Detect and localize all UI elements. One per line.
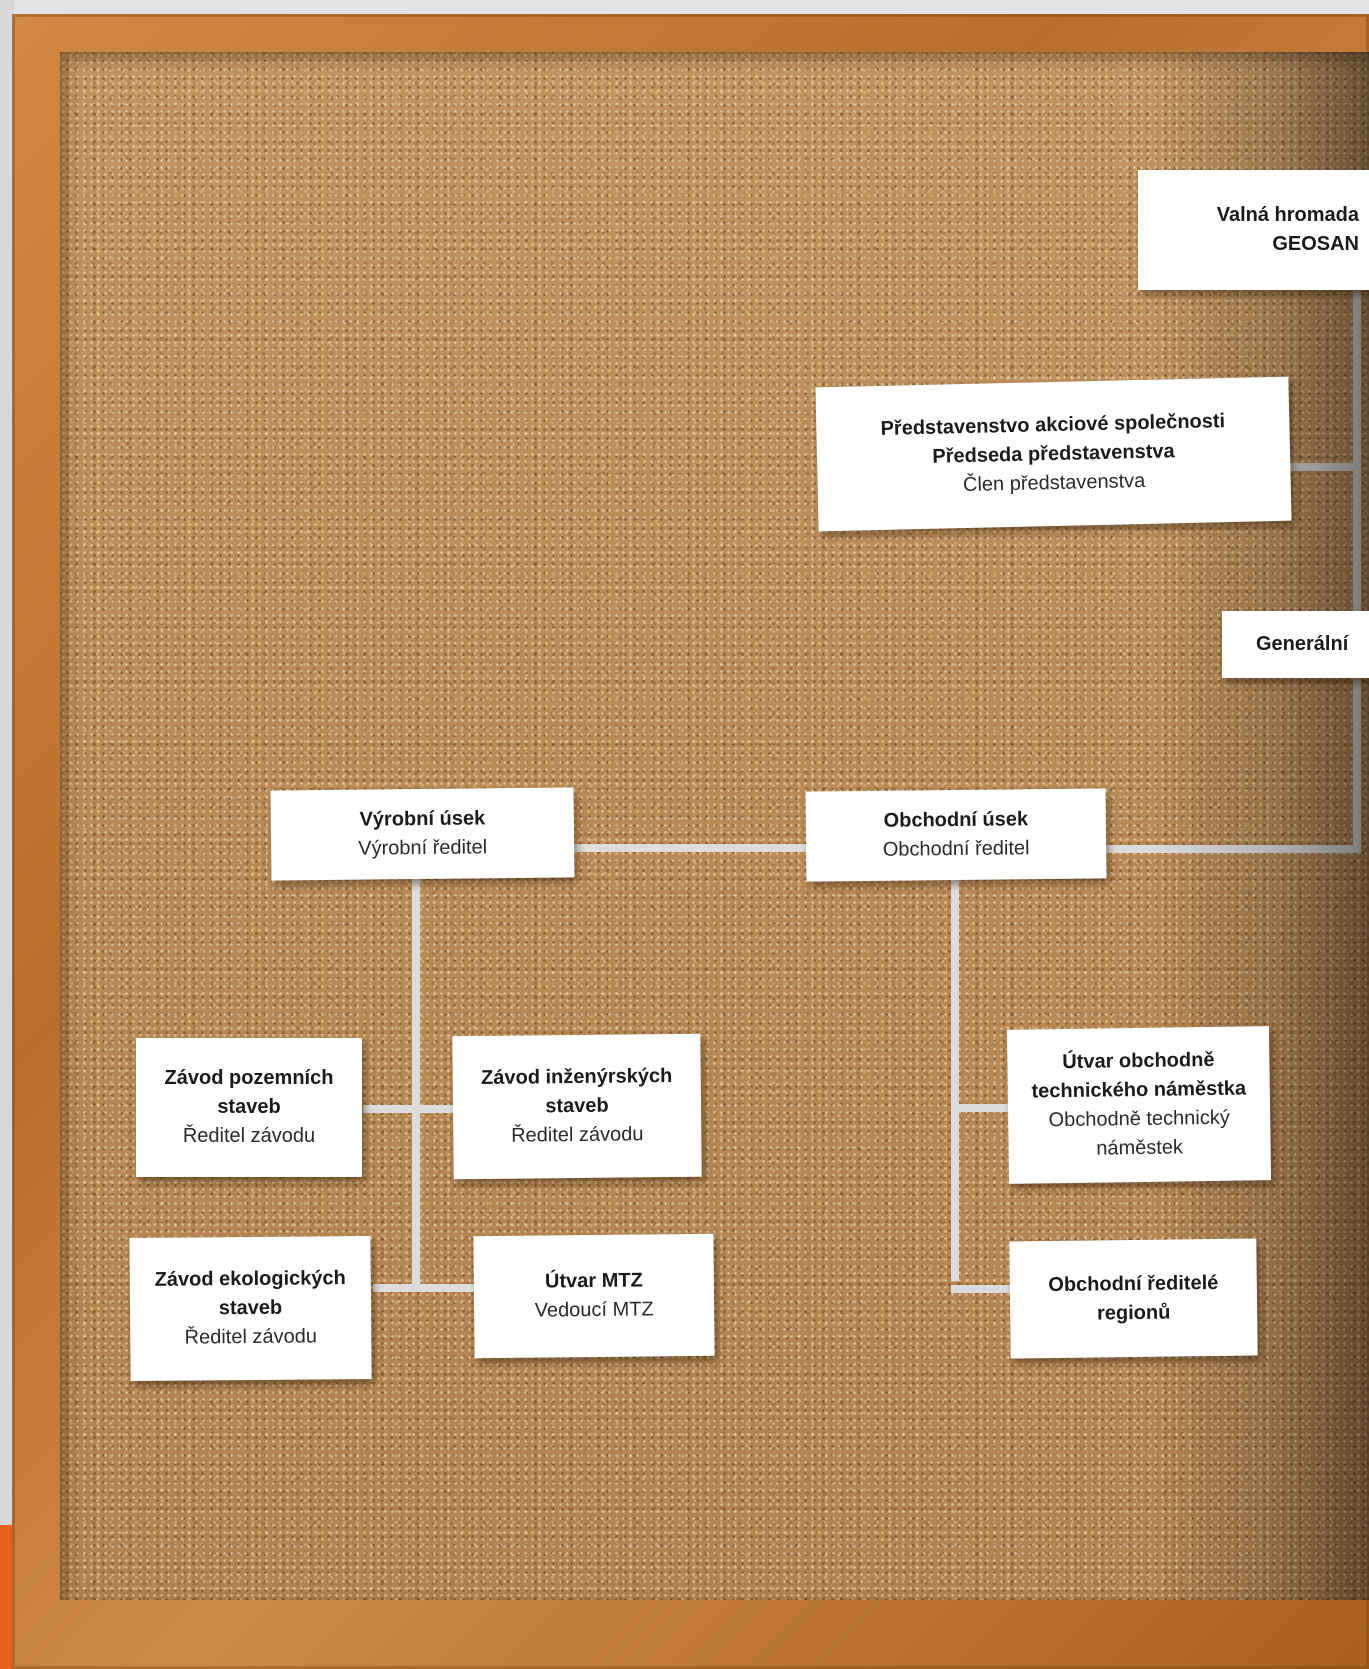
node-title-line: GEOSAN: [1272, 233, 1359, 255]
node-title-line: Generální: [1256, 633, 1349, 655]
node-title-line: regionů: [1096, 1301, 1171, 1324]
node-subtitle-line: Ředitel závodu: [511, 1123, 644, 1147]
node-obchodni-reditele-regionu: Obchodní ředitelé regionů: [1009, 1238, 1258, 1359]
node-title-line: Valná hromada: [1216, 204, 1359, 226]
node-zavod-ekologickych: Závod ekologických staveb Ředitel závodu: [129, 1235, 372, 1382]
page-left-strip: [0, 0, 14, 1669]
connector-pozemnich: [363, 1105, 455, 1113]
connector-vyrobni-obchodni: [572, 844, 807, 852]
connector-obchodni-right: [1105, 845, 1361, 853]
node-subtitle-line: Ředitel závodu: [184, 1325, 317, 1349]
node-subtitle-line: Obchodně technický: [1048, 1106, 1230, 1132]
node-utvar-obchodne-technickeho: Útvar obchodně technického náměstka Obch…: [1006, 1026, 1272, 1184]
node-subtitle-line: náměstek: [1096, 1136, 1184, 1160]
node-obchodni-usek: Obchodní úsek Obchodní ředitel: [805, 788, 1107, 882]
node-utvar-mtz: Útvar MTZ Vedoucí MTZ: [473, 1233, 715, 1359]
node-title-line: Závod ekologických: [154, 1267, 346, 1291]
node-generalni: Generální: [1222, 611, 1369, 678]
node-title-line: Závod pozemních: [164, 1067, 334, 1089]
node-title-line: Závod inženýrských: [480, 1065, 673, 1090]
node-title-line: Obchodní úsek: [883, 808, 1029, 832]
connector-ekologickych: [373, 1284, 475, 1292]
node-title-line: Obchodní ředitelé: [1048, 1271, 1219, 1296]
connector-obchodne-technickeho: [951, 1104, 1011, 1112]
connector-vyrobni-trunk: [412, 878, 420, 1288]
node-title-line: staveb: [545, 1094, 609, 1118]
node-valna-hromada: Valná hromada GEOSAN: [1138, 170, 1369, 290]
node-subtitle-line: Člen představenstva: [962, 469, 1146, 496]
node-subtitle-line: Obchodní ředitel: [882, 837, 1030, 861]
node-title-line: staveb: [217, 1096, 281, 1118]
node-title-line: Útvar MTZ: [544, 1269, 643, 1293]
node-subtitle-line: Výrobní ředitel: [358, 836, 488, 860]
connector-board: [1290, 463, 1361, 471]
connector-obchodni-trunk: [951, 880, 959, 1281]
node-zavod-inzenyrskych: Závod inženýrských staveb Ředitel závodu: [452, 1033, 702, 1180]
node-predstavenstvo: Představenstvo akciové společnosti Předs…: [815, 376, 1292, 532]
node-subtitle-line: Vedoucí MTZ: [534, 1298, 654, 1322]
node-title-line: Útvar obchodně: [1062, 1048, 1215, 1074]
connector-right-trunk: [1353, 278, 1361, 849]
connector-regionu: [951, 1285, 1011, 1293]
node-zavod-pozemnich: Závod pozemních staveb Ředitel závodu: [136, 1038, 362, 1177]
node-title-line: technického náměstka: [1031, 1077, 1247, 1103]
node-title-line: staveb: [218, 1296, 283, 1320]
node-vyrobni-usek: Výrobní úsek Výrobní ředitel: [270, 787, 575, 881]
orange-side-tab: [0, 1525, 12, 1669]
node-title-line: Výrobní úsek: [359, 807, 486, 831]
node-subtitle-line: Ředitel závodu: [182, 1125, 316, 1147]
